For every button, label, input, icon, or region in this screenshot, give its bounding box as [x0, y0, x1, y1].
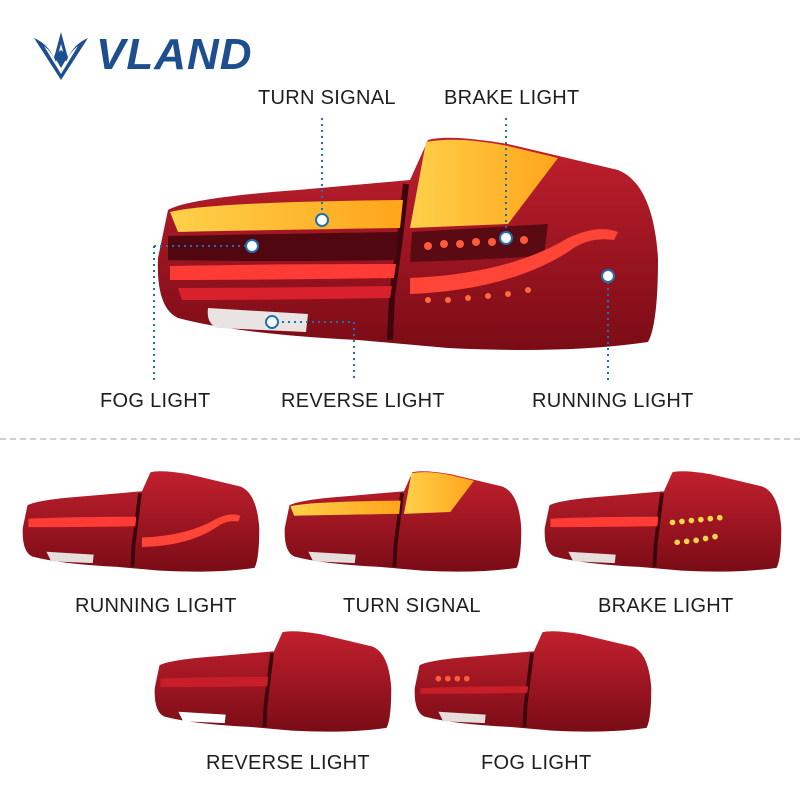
- variant-lamp-running: [22, 471, 260, 572]
- variant-lamp-reverse: [154, 631, 392, 732]
- fog-light-label: FOG LIGHT: [100, 390, 211, 412]
- variant-label-brake: BRAKE LIGHT: [598, 595, 734, 617]
- callout-lines: [153, 118, 609, 382]
- main-tail-light: [157, 137, 659, 350]
- brake-light-label: BRAKE LIGHT: [444, 87, 580, 109]
- variant-label-running: RUNNING LIGHT: [75, 595, 237, 617]
- variant-label-turn: TURN SIGNAL: [343, 595, 481, 617]
- reverse-light-label: REVERSE LIGHT: [281, 390, 445, 412]
- variant-lamp-brake: [544, 471, 782, 572]
- section-divider: [0, 438, 800, 440]
- variant-label-fog: FOG LIGHT: [481, 752, 592, 774]
- variant-lamp-turn: [284, 471, 522, 572]
- variant-label-reverse: REVERSE LIGHT: [206, 752, 370, 774]
- variant-lamp-fog: [414, 631, 652, 732]
- running-light-label: RUNNING LIGHT: [532, 390, 694, 412]
- turn-signal-label: TURN SIGNAL: [258, 87, 396, 109]
- brand-name: VLAND: [96, 30, 253, 79]
- vland-wings-logo-icon: [34, 32, 88, 80]
